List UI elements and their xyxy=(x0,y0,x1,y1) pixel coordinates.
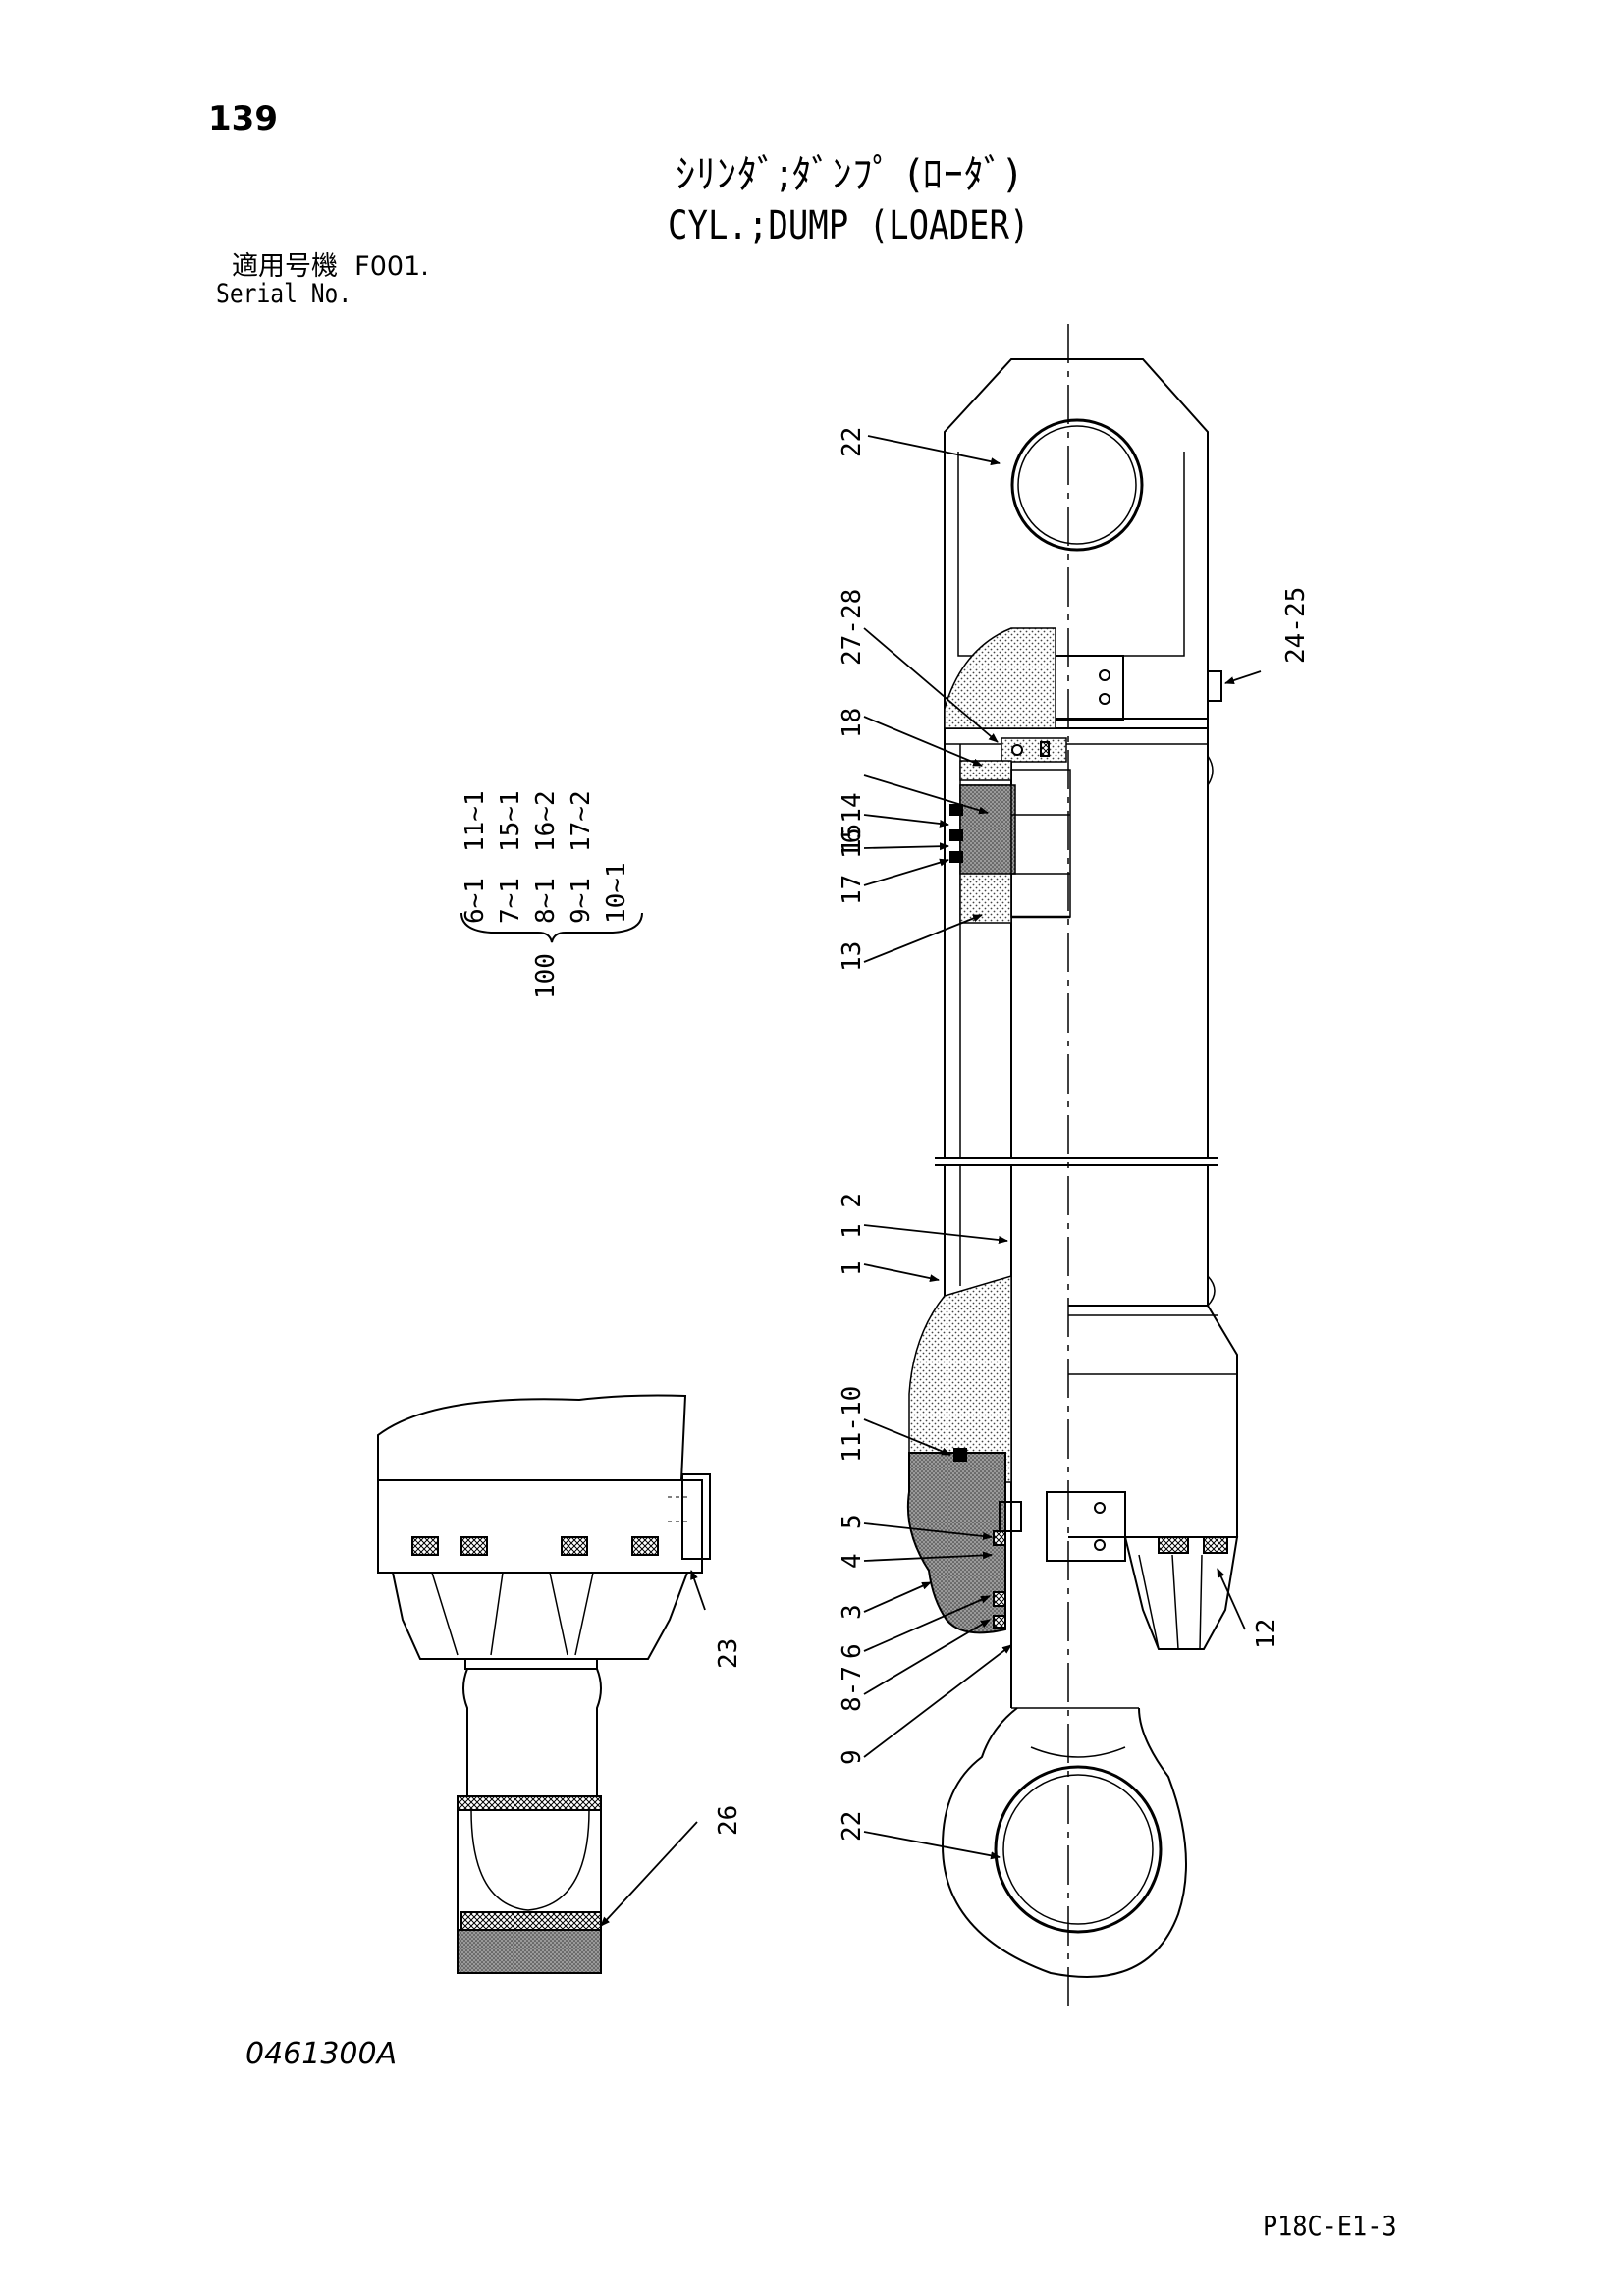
callout: 18 xyxy=(838,708,867,738)
title-english: CYL.;DUMP (LOADER) xyxy=(668,203,1030,248)
piston xyxy=(959,784,1016,875)
head-section xyxy=(944,627,1056,729)
callout: 1514 xyxy=(838,792,867,854)
callout: 8-7 xyxy=(838,1666,867,1712)
kit-entry: 15~1 xyxy=(496,790,525,852)
callout: 12 xyxy=(1252,1619,1281,1649)
callout: 13 xyxy=(838,941,867,972)
serial-line: 適用号機 F001. xyxy=(232,253,429,280)
callout: 9 xyxy=(838,1749,867,1765)
callout: 17 16 xyxy=(838,828,867,905)
kit-brace xyxy=(460,912,643,943)
page-number: 139 xyxy=(208,99,278,138)
callout: 1 xyxy=(838,1260,867,1276)
callout: 4 xyxy=(838,1553,867,1569)
kit-label: 100 xyxy=(531,953,561,999)
gland-section xyxy=(906,1452,1006,1634)
callout: 26 xyxy=(714,1805,743,1836)
serial-label-jp: 適用号機 xyxy=(232,251,338,282)
rod-eye-bore xyxy=(994,1765,1163,1934)
kit-entry: 11~1 xyxy=(460,790,490,852)
kit-entry: 10~1 xyxy=(602,862,631,924)
leader-lines xyxy=(600,435,1262,1927)
callout: 23 xyxy=(714,1638,743,1669)
callout: 24-25 xyxy=(1281,587,1311,664)
callout: 22 xyxy=(838,427,867,457)
detail-wiper xyxy=(391,1572,689,1660)
kit-entry: 17~2 xyxy=(567,790,596,852)
grease-block-bottom xyxy=(1046,1491,1126,1562)
detail-rod xyxy=(462,1668,602,1797)
drawing-number: 0461300A xyxy=(245,2037,398,2071)
callout: 1 2 xyxy=(838,1193,867,1239)
rod-eye xyxy=(941,1707,1187,1978)
callout: 3 xyxy=(838,1604,867,1620)
kit-entry: 9~1 xyxy=(567,878,596,924)
callout: 22 xyxy=(838,1811,867,1842)
callout: 6 xyxy=(838,1643,867,1659)
kit-entries: 6~1 7~1 8~1 9~1 10~1 11~1 15~1 16~2 17~2… xyxy=(460,790,631,999)
kit-entry: 7~1 xyxy=(496,878,525,924)
kit-entry: 8~1 xyxy=(531,878,561,924)
callout: 27-28 xyxy=(838,589,867,666)
detail-tube-end xyxy=(377,1394,687,1481)
callouts: 22 24-25 27-28 18 1514 17 16 13 1 2 1 11… xyxy=(714,427,1311,1842)
serial-value: F001. xyxy=(354,251,429,282)
serial-label-en: Serial No. xyxy=(216,279,352,309)
title-japanese: ｼﾘﾝﾀﾞ;ﾀﾞﾝﾌﾟ (ﾛｰﾀﾞ) xyxy=(676,152,1021,197)
kit-entry: 6~1 xyxy=(460,878,490,924)
clevis-pin-bore xyxy=(1010,418,1144,552)
sheet-number: P18C-E1-3 xyxy=(1263,2210,1397,2242)
callout: 5 xyxy=(838,1514,867,1529)
callout: 11-10 xyxy=(838,1386,867,1463)
kit-entry: 16~2 xyxy=(531,790,561,852)
detail-gland xyxy=(377,1479,703,1574)
